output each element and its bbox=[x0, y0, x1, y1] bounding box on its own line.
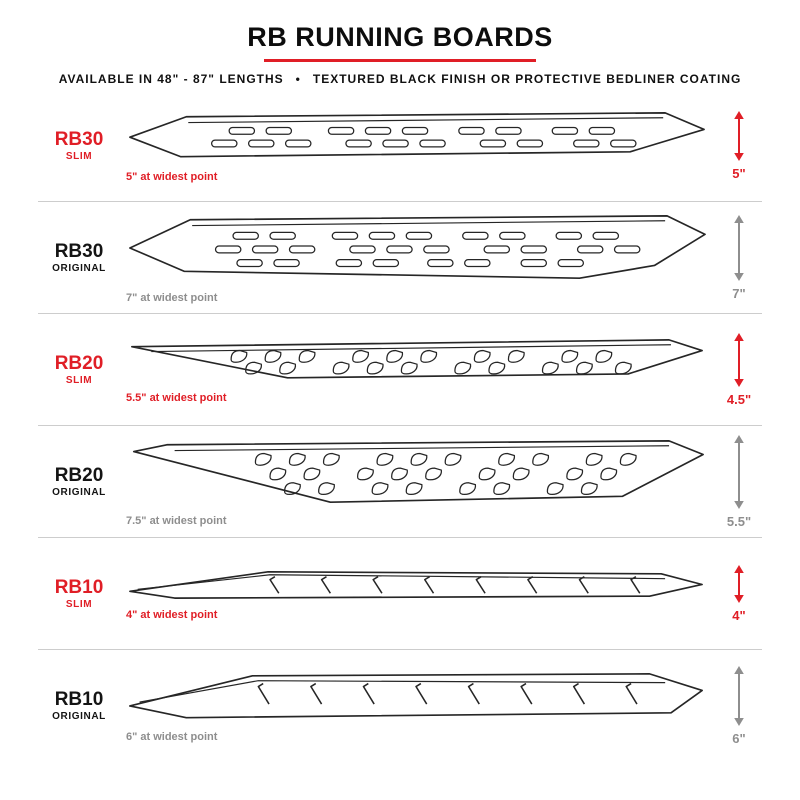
board-illustration-rb30-original bbox=[129, 215, 706, 280]
board-drawing-area: 7" at widest point bbox=[120, 211, 716, 304]
variant-name: ORIGINAL bbox=[52, 711, 106, 723]
width-note: 5" at widest point bbox=[126, 171, 218, 184]
board-row-rb20-slim: RB20 SLIM 5.5" at widest point 4.5" bbox=[38, 314, 762, 426]
height-value: 4" bbox=[732, 607, 746, 623]
variant-name: ORIGINAL bbox=[52, 262, 106, 274]
board-label: RB10 SLIM bbox=[38, 577, 120, 610]
width-note: 6" at widest point bbox=[126, 730, 218, 743]
height-arrow-icon bbox=[734, 666, 744, 726]
page-subtitle: AVAILABLE IN 48" - 87" LENGTHS • TEXTURED … bbox=[38, 72, 762, 86]
board-label: RB10 ORIGINAL bbox=[38, 689, 120, 722]
height-arrow-icon bbox=[734, 564, 744, 603]
board-illustration-rb10-slim bbox=[129, 570, 703, 599]
board-row-rb10-original: RB10 ORIGINAL 6" at widest point 6" bbox=[38, 650, 762, 762]
height-arrow-icon bbox=[734, 434, 744, 509]
height-value: 7" bbox=[732, 285, 746, 301]
board-illustration-rb10-original bbox=[129, 673, 703, 719]
variant-name: ORIGINAL bbox=[52, 486, 106, 498]
width-note: 7" at widest point bbox=[126, 291, 218, 304]
board-rows: RB30 SLIM 5" at widest point 5" RB30 ORI… bbox=[38, 90, 762, 762]
height-measure: 4.5" bbox=[716, 332, 762, 407]
board-drawing-area: 6" at widest point bbox=[120, 669, 716, 743]
board-row-rb30-slim: RB30 SLIM 5" at widest point 5" bbox=[38, 90, 762, 202]
model-name: RB20 bbox=[54, 352, 104, 374]
height-value: 5.5" bbox=[726, 513, 752, 529]
board-drawing-area: 5.5" at widest point bbox=[120, 335, 716, 405]
variant-name: SLIM bbox=[65, 598, 93, 610]
height-measure: 7" bbox=[716, 214, 762, 301]
height-arrow-icon bbox=[734, 110, 744, 161]
height-measure: 5" bbox=[716, 110, 762, 181]
height-arrow-icon bbox=[734, 214, 744, 281]
page-header: RB RUNNING BOARDS AVAILABLE IN 48" - 87"… bbox=[38, 22, 762, 86]
model-name: RB10 bbox=[54, 689, 104, 711]
height-value: 6" bbox=[732, 731, 746, 746]
height-value: 4.5" bbox=[726, 391, 752, 407]
page-title: RB RUNNING BOARDS bbox=[247, 22, 553, 52]
board-label: RB30 SLIM bbox=[38, 129, 120, 162]
bullet-separator: • bbox=[295, 72, 301, 86]
height-measure: 4" bbox=[716, 564, 762, 623]
board-illustration-rb20-original bbox=[132, 440, 704, 504]
board-drawing-area: 7.5" at widest point bbox=[120, 436, 716, 527]
board-row-rb30-original: RB30 ORIGINAL 7" at widest point 7" bbox=[38, 202, 762, 314]
model-name: RB20 bbox=[54, 464, 104, 486]
model-name: RB30 bbox=[54, 128, 104, 150]
variant-name: SLIM bbox=[65, 150, 93, 162]
board-row-rb10-slim: RB10 SLIM 4" at widest point 4" bbox=[38, 538, 762, 650]
height-measure: 6" bbox=[716, 666, 762, 746]
title-underline bbox=[264, 59, 536, 62]
board-label: RB20 SLIM bbox=[38, 353, 120, 386]
subtitle-finish: TEXTURED BLACK FINISH OR PROTECTIVE BEDL… bbox=[312, 72, 742, 86]
model-name: RB30 bbox=[54, 240, 104, 262]
width-note: 5.5" at widest point bbox=[126, 392, 227, 405]
board-illustration-rb20-slim bbox=[131, 338, 703, 379]
height-value: 5" bbox=[732, 165, 746, 181]
model-name: RB10 bbox=[54, 576, 104, 598]
board-illustration-rb30-slim bbox=[129, 111, 705, 158]
height-measure: 5.5" bbox=[716, 434, 762, 529]
board-label: RB30 ORIGINAL bbox=[38, 241, 120, 274]
board-drawing-area: 5" at widest point bbox=[120, 108, 716, 183]
variant-name: SLIM bbox=[65, 374, 93, 386]
board-drawing-area: 4" at widest point bbox=[120, 566, 716, 622]
width-note: 4" at widest point bbox=[126, 609, 218, 622]
width-note: 7.5" at widest point bbox=[126, 514, 227, 527]
subtitle-lengths: AVAILABLE IN 48" - 87" LENGTHS bbox=[58, 72, 284, 86]
board-label: RB20 ORIGINAL bbox=[38, 465, 120, 498]
board-row-rb20-original: RB20 ORIGINAL 7.5" at widest point 5.5" bbox=[38, 426, 762, 538]
height-arrow-icon bbox=[734, 332, 744, 387]
